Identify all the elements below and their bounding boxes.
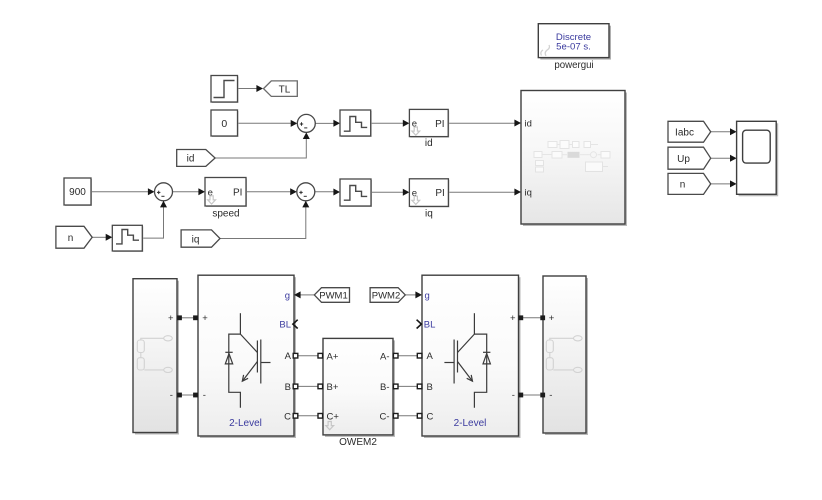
svg-text:Iabc: Iabc <box>675 127 694 138</box>
svg-text:OWEM2: OWEM2 <box>339 437 377 448</box>
svg-text:+: + <box>168 313 174 324</box>
svg-text:+: + <box>549 313 555 324</box>
svg-text:B+: B+ <box>327 382 339 393</box>
svg-text:5e-07 s.: 5e-07 s. <box>556 41 591 52</box>
svg-text:0: 0 <box>221 118 227 130</box>
svg-text:PI: PI <box>435 188 444 199</box>
svg-text:C: C <box>284 411 291 422</box>
svg-text:TL: TL <box>279 84 291 95</box>
svg-text:e: e <box>412 119 417 130</box>
svg-text:iq: iq <box>192 234 200 245</box>
svg-text:id: id <box>187 153 195 164</box>
svg-text:A+: A+ <box>327 351 339 362</box>
svg-text:-: - <box>512 390 515 401</box>
svg-text:900: 900 <box>69 187 86 198</box>
svg-text:g: g <box>285 290 290 301</box>
svg-text:Discrete: Discrete <box>556 32 591 43</box>
svg-text:id: id <box>525 119 532 130</box>
svg-text:B: B <box>285 382 291 393</box>
svg-text:iq: iq <box>525 188 532 199</box>
svg-text:C+: C+ <box>327 412 340 423</box>
svg-text:e: e <box>208 187 213 198</box>
svg-text:BL: BL <box>424 320 436 331</box>
svg-text:PWM2: PWM2 <box>372 291 401 302</box>
svg-text:B: B <box>427 382 433 393</box>
svg-text:A: A <box>427 351 434 362</box>
svg-text:PI: PI <box>435 119 444 130</box>
svg-text:g: g <box>425 290 430 301</box>
svg-text:id: id <box>425 138 433 149</box>
svg-text:PWM1: PWM1 <box>319 291 348 302</box>
svg-text:n: n <box>680 180 686 191</box>
svg-text:-: - <box>549 390 552 401</box>
svg-text:powergui: powergui <box>554 60 593 71</box>
svg-text:C: C <box>427 411 434 422</box>
svg-text:-: - <box>170 390 173 401</box>
svg-text:2-Level: 2-Level <box>229 418 262 429</box>
svg-text:+: + <box>510 313 516 324</box>
svg-text:C-: C- <box>379 412 389 423</box>
svg-text:iq: iq <box>425 208 433 219</box>
svg-text:B-: B- <box>380 382 390 393</box>
svg-text:speed: speed <box>212 208 239 219</box>
svg-text:A-: A- <box>380 351 390 362</box>
svg-text:-: - <box>203 390 206 401</box>
svg-text:Up: Up <box>677 154 690 165</box>
svg-text:A: A <box>285 351 292 362</box>
svg-text:e: e <box>412 188 417 199</box>
svg-text:+: + <box>202 313 208 324</box>
svg-text:n: n <box>68 233 74 244</box>
svg-text:BL: BL <box>279 320 291 331</box>
svg-text:PI: PI <box>233 188 242 199</box>
svg-text:2-Level: 2-Level <box>454 418 487 429</box>
